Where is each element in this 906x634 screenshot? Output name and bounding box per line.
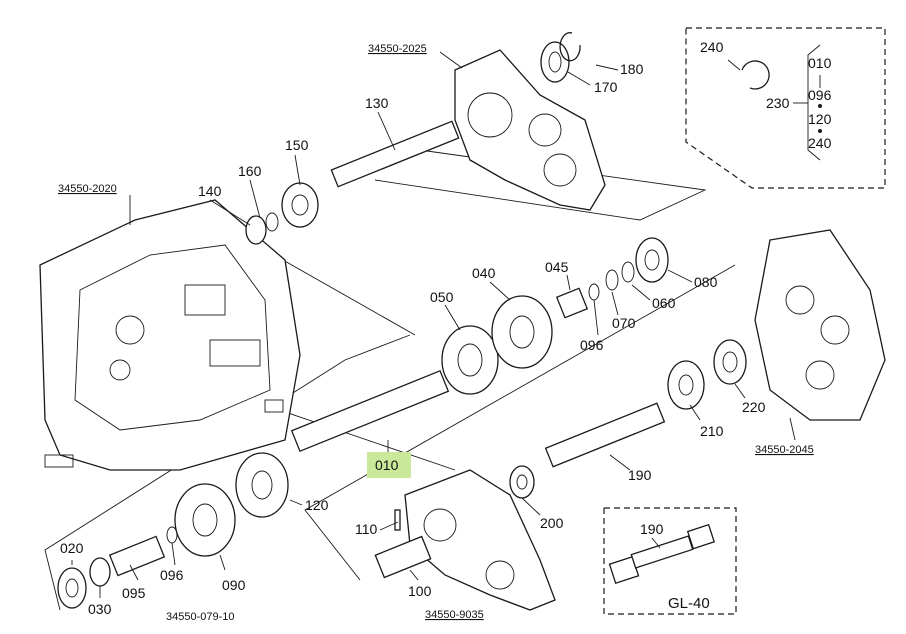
counter-shaft-assembly [509, 229, 886, 499]
label-150: 150 [285, 137, 309, 153]
gear-210-icon [667, 360, 705, 410]
label-045: 045 [545, 259, 569, 275]
assembly-ref-labels: 34550-2025 34550-2020 34550-2045 34550-9… [58, 43, 814, 623]
label-210: 210 [700, 423, 724, 439]
kit-box [685, 27, 886, 189]
label-060: 060 [652, 295, 676, 311]
needle-bearing-045-icon [555, 287, 589, 319]
gear-090-icon [174, 483, 236, 557]
collar-070-icon [605, 269, 619, 291]
label-040: 040 [472, 265, 496, 281]
label-180: 180 [620, 61, 644, 77]
bearing-170-icon [540, 41, 570, 83]
kit-item-240: 240 [808, 135, 832, 151]
label-230: 230 [766, 95, 790, 111]
label-200: 200 [540, 515, 564, 531]
label-096b: 096 [160, 567, 184, 583]
transmission-housing [39, 195, 301, 471]
kit-item-096: 096 [808, 87, 832, 103]
highlight-010 [367, 452, 411, 478]
washer-096b-icon [166, 526, 178, 544]
bearing-200-icon [509, 465, 535, 499]
ref-34550-079-10: 34550-079-10 [166, 611, 235, 623]
collar-030-icon [89, 557, 111, 587]
kit-box-labels: 240 230 010 096 120 240 [700, 39, 832, 151]
label-090: 090 [222, 577, 246, 593]
label-160: 160 [238, 163, 262, 179]
label-096a: 096 [580, 337, 604, 353]
gear-040-icon [491, 295, 553, 369]
ref-34550-2025: 34550-2025 [368, 43, 427, 55]
cover-2045-icon [754, 229, 886, 421]
shaft-190-icon [544, 402, 666, 468]
gear-050-icon [441, 325, 499, 395]
variant-model: GL-40 [668, 595, 710, 612]
gear-case-bottom [374, 469, 556, 611]
label-110: 110 [355, 521, 378, 537]
label-070: 070 [612, 315, 636, 331]
label-130: 130 [365, 95, 389, 111]
label-240: 240 [700, 39, 724, 55]
label-140: 140 [198, 183, 222, 199]
shaft-010-icon [290, 369, 450, 453]
label-190: 190 [628, 467, 652, 483]
label-220: 220 [742, 399, 766, 415]
ref-34550-2020: 34550-2020 [58, 183, 117, 195]
gear-150-icon [281, 182, 319, 228]
variant-box [603, 507, 737, 615]
sleeve-100-icon [374, 535, 432, 579]
label-leaders [71, 64, 796, 598]
label-100: 100 [408, 583, 432, 599]
needle-bearings-095-icon [108, 535, 166, 577]
pin-110-icon [394, 509, 401, 531]
bearing-220-icon [713, 339, 747, 385]
label-050: 050 [430, 289, 454, 305]
label-170: 170 [594, 79, 618, 95]
main-shaft-assembly [57, 237, 669, 609]
part-labels: 130 150 160 140 180 170 080 060 070 096 … [60, 61, 766, 617]
ref-34550-2045: 34550-2045 [755, 444, 814, 456]
label-010: 010 [375, 457, 399, 473]
label-030: 030 [88, 601, 112, 617]
label-020: 020 [60, 540, 84, 556]
upper-parts [245, 32, 581, 245]
bearing-140-icon [245, 215, 267, 245]
snap-ring-240-icon [741, 60, 770, 90]
label-080: 080 [694, 274, 718, 290]
bearing-020-icon [57, 567, 87, 609]
gear-120-icon [235, 452, 289, 518]
gear-case-top [439, 49, 606, 211]
collar-160-icon [265, 212, 279, 232]
kit-item-010: 010 [808, 55, 832, 71]
kit-item-120: 120 [808, 111, 832, 127]
variant-box-labels: 190 GL-40 [640, 521, 710, 612]
label-095: 095 [122, 585, 146, 601]
label-120: 120 [305, 497, 329, 513]
ref-34550-9035: 34550-9035 [425, 609, 484, 621]
washer-096-icon [588, 283, 600, 301]
ring-060-icon [621, 261, 635, 283]
variant-part-190: 190 [640, 521, 664, 537]
shaft-130-icon [330, 120, 460, 188]
bearing-080-icon [635, 237, 669, 283]
snap-ring-180-icon [559, 32, 581, 62]
